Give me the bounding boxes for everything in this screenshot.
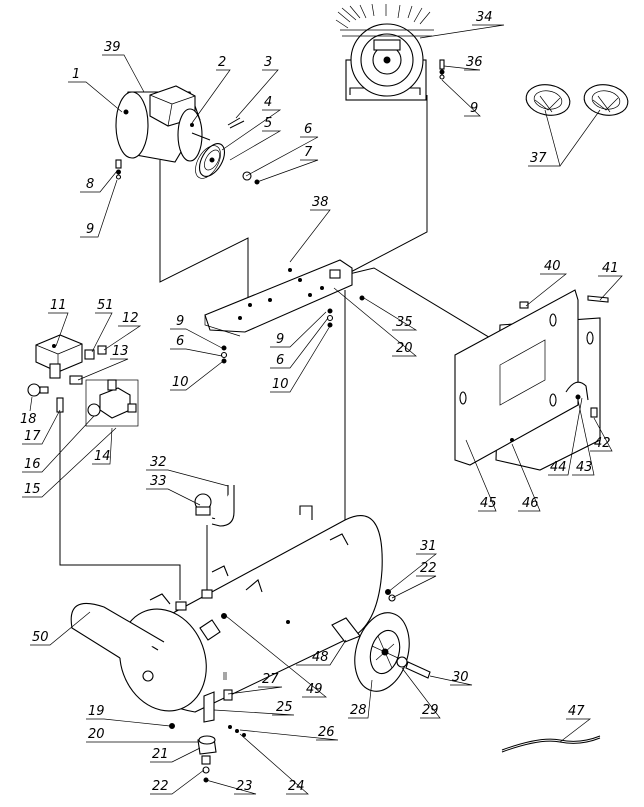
callout-23: 23 [236, 779, 253, 794]
pressure-switch [27, 334, 107, 413]
callout-27: 27 [262, 672, 279, 687]
assembly-lines [59, 95, 581, 600]
callout-19: 19 [88, 704, 105, 719]
callout-leaders [22, 24, 623, 795]
tank-handle [70, 602, 165, 659]
callout-25: 25 [276, 700, 293, 715]
callout-6: 6 [304, 122, 312, 137]
callout-1: 1 [72, 67, 80, 82]
air-tank [119, 505, 383, 723]
callout-3: 3 [264, 55, 272, 70]
callout-42: 42 [594, 436, 611, 451]
callout-45: 45 [480, 496, 497, 511]
callout-31: 31 [420, 539, 437, 554]
callout-11: 11 [50, 298, 67, 313]
callout-22: 22 [152, 779, 169, 794]
callout-20: 20 [396, 341, 413, 356]
callout-8: 8 [86, 177, 94, 192]
callout-35: 35 [396, 315, 413, 330]
callout-33: 33 [150, 474, 167, 489]
callout-13: 13 [112, 344, 129, 359]
callout-24: 24 [288, 779, 305, 794]
belt-guard [454, 289, 609, 471]
callout-12: 12 [122, 311, 139, 326]
callout-26: 26 [318, 725, 335, 740]
callout-47: 47 [568, 704, 585, 719]
callout-4: 4 [264, 95, 272, 110]
callout-labels: 1 39 2 3 4 5 6 7 8 9 34 36 9 37 38 35 20… [20, 10, 619, 794]
mounting-plate [204, 259, 365, 364]
callout-9: 9 [176, 314, 184, 329]
callout-16: 16 [24, 457, 41, 472]
callout-44: 44 [550, 460, 567, 475]
motor-foot-bolts [115, 159, 122, 180]
power-cable [501, 735, 601, 753]
callout-43: 43 [576, 460, 593, 475]
air-pump-head [335, 3, 434, 101]
callout-34: 34 [476, 10, 493, 25]
callout-9: 9 [470, 101, 478, 116]
callout-28: 28 [350, 703, 367, 718]
callout-7: 7 [304, 145, 313, 160]
callout-10: 10 [272, 377, 289, 392]
callout-30: 30 [452, 670, 469, 685]
callout-37: 37 [530, 151, 547, 166]
callout-9: 9 [86, 222, 94, 237]
callout-38: 38 [312, 195, 329, 210]
pump-screws [439, 59, 445, 80]
callout-50: 50 [32, 630, 49, 645]
callout-20: 20 [88, 727, 105, 742]
callout-49: 49 [306, 682, 323, 697]
callout-17: 17 [24, 429, 41, 444]
callout-21: 21 [152, 747, 169, 762]
callout-46: 46 [522, 496, 539, 511]
callout-40: 40 [544, 259, 561, 274]
callout-36: 36 [466, 55, 483, 70]
callout-29: 29 [422, 703, 439, 718]
callout-6: 6 [276, 353, 284, 368]
callout-6: 6 [176, 334, 184, 349]
callout-10: 10 [172, 375, 189, 390]
callout-18: 18 [20, 412, 37, 427]
callout-39: 39 [104, 40, 121, 55]
callout-22: 22 [420, 561, 437, 576]
wheel-side-parts [385, 589, 396, 602]
callout-9: 9 [276, 332, 284, 347]
callout-32: 32 [150, 455, 167, 470]
discharge-pipe [194, 485, 235, 527]
electric-motor [115, 85, 211, 163]
callout-5: 5 [264, 116, 272, 131]
callout-14: 14 [94, 449, 111, 464]
callout-48: 48 [312, 650, 329, 665]
air-filters [525, 84, 629, 116]
callout-2: 2 [218, 55, 226, 70]
callout-51: 51 [97, 298, 114, 313]
unloader-valve [85, 379, 139, 427]
drain-valve-parts [169, 723, 246, 783]
callout-41: 41 [602, 261, 619, 276]
wheel-assembly [354, 612, 431, 692]
callout-15: 15 [24, 482, 41, 497]
